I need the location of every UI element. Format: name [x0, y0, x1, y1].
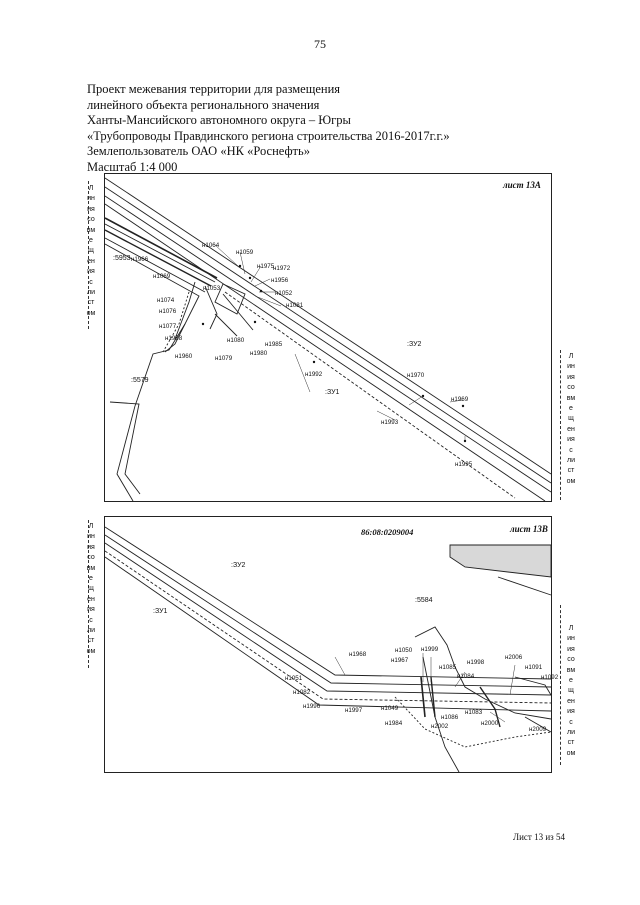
document-header: Проект межевания территории для размещен… — [87, 82, 450, 175]
header-line: Проект межевания территории для размещен… — [87, 82, 341, 96]
svg-text:н1082: н1082 — [293, 689, 311, 696]
svg-text:н1968: н1968 — [349, 651, 367, 658]
svg-text:н1984: н1984 — [385, 720, 403, 727]
svg-text:н1958: н1958 — [165, 335, 183, 342]
svg-text::ЗУ2: :ЗУ2 — [231, 562, 246, 569]
header-line: Ханты-Мансийского автономного округа – Ю… — [87, 113, 351, 127]
legend-dash — [88, 520, 89, 668]
header-line: «Трубопроводы Правдинского региона строи… — [87, 128, 450, 143]
cadastral-number: 86:08:0209004 — [361, 527, 414, 537]
svg-text:н1059: н1059 — [236, 249, 254, 256]
svg-text::ЗУ1: :ЗУ1 — [325, 389, 340, 396]
svg-text:н1077: н1077 — [159, 323, 177, 330]
scale-line: Масштаб 1:4 000 — [87, 159, 178, 174]
svg-text::ЗУ1: :ЗУ1 — [153, 608, 168, 615]
svg-text:н1084: н1084 — [457, 673, 475, 680]
svg-text:н1972: н1972 — [273, 265, 291, 272]
svg-text:н1079: н1079 — [215, 355, 233, 362]
svg-text:н2006: н2006 — [505, 654, 523, 661]
svg-text::ЗУ2: :ЗУ2 — [407, 341, 422, 348]
svg-text:н1050: н1050 — [395, 647, 413, 654]
svg-text:н1076: н1076 — [159, 308, 177, 315]
svg-text::5953: :5953 — [113, 255, 131, 262]
svg-text:н1998: н1998 — [467, 659, 485, 666]
svg-text:н1081: н1081 — [286, 302, 304, 309]
svg-text::5584: :5584 — [415, 597, 433, 604]
sheet-title-b: лист 13В — [510, 524, 548, 534]
svg-text:н2002: н2002 — [431, 723, 449, 730]
svg-text:н1091: н1091 — [525, 664, 543, 671]
svg-text:н1997: н1997 — [345, 707, 363, 714]
svg-text::5579: :5579 — [131, 377, 149, 384]
svg-text:н1083: н1083 — [465, 709, 483, 716]
svg-text:н1086: н1086 — [441, 714, 459, 721]
page-number: 75 — [314, 37, 326, 51]
svg-text:н1085: н1085 — [439, 664, 457, 671]
svg-text:н1966: н1966 — [131, 256, 149, 263]
svg-text:н1993: н1993 — [381, 419, 399, 426]
svg-text:н1992: н1992 — [305, 371, 323, 378]
svg-text:н1975: н1975 — [257, 263, 275, 270]
svg-text:н1064: н1064 — [202, 242, 220, 249]
svg-text:н1053: н1053 — [203, 285, 221, 292]
svg-text:н2000: н2000 — [481, 720, 499, 727]
svg-text:н1969: н1969 — [451, 396, 469, 403]
svg-text:н2009: н2009 — [529, 726, 547, 733]
sheet-title-a: лист 13А — [503, 180, 541, 190]
legend-dash — [88, 181, 89, 329]
svg-text:н1069: н1069 — [153, 273, 171, 280]
header-line: Землепользователь ОАО «НК «Роснефть» — [87, 144, 310, 158]
svg-text:н1080: н1080 — [227, 337, 245, 344]
svg-text:н1995: н1995 — [455, 461, 473, 468]
svg-text:н1985: н1985 — [265, 341, 283, 348]
svg-text:н1960: н1960 — [175, 353, 193, 360]
legend-dash — [560, 350, 561, 500]
svg-text:н1980: н1980 — [250, 350, 268, 357]
svg-text:н1967: н1967 — [391, 657, 409, 664]
svg-text:н1049: н1049 — [381, 705, 399, 712]
header-line: линейного объекта регионального значения — [87, 97, 320, 112]
svg-text:н1051: н1051 — [285, 675, 303, 682]
legend-dash — [560, 605, 561, 765]
sheet-counter: Лист 13 из 54 — [513, 832, 565, 842]
svg-text:н1092: н1092 — [541, 674, 559, 681]
svg-text:н1996: н1996 — [303, 703, 321, 710]
svg-text:н1970: н1970 — [407, 372, 425, 379]
svg-text:н1999: н1999 — [421, 646, 439, 653]
svg-text:н1052: н1052 — [275, 290, 293, 297]
svg-text:н1074: н1074 — [157, 297, 175, 304]
svg-text:н1956: н1956 — [271, 277, 289, 284]
